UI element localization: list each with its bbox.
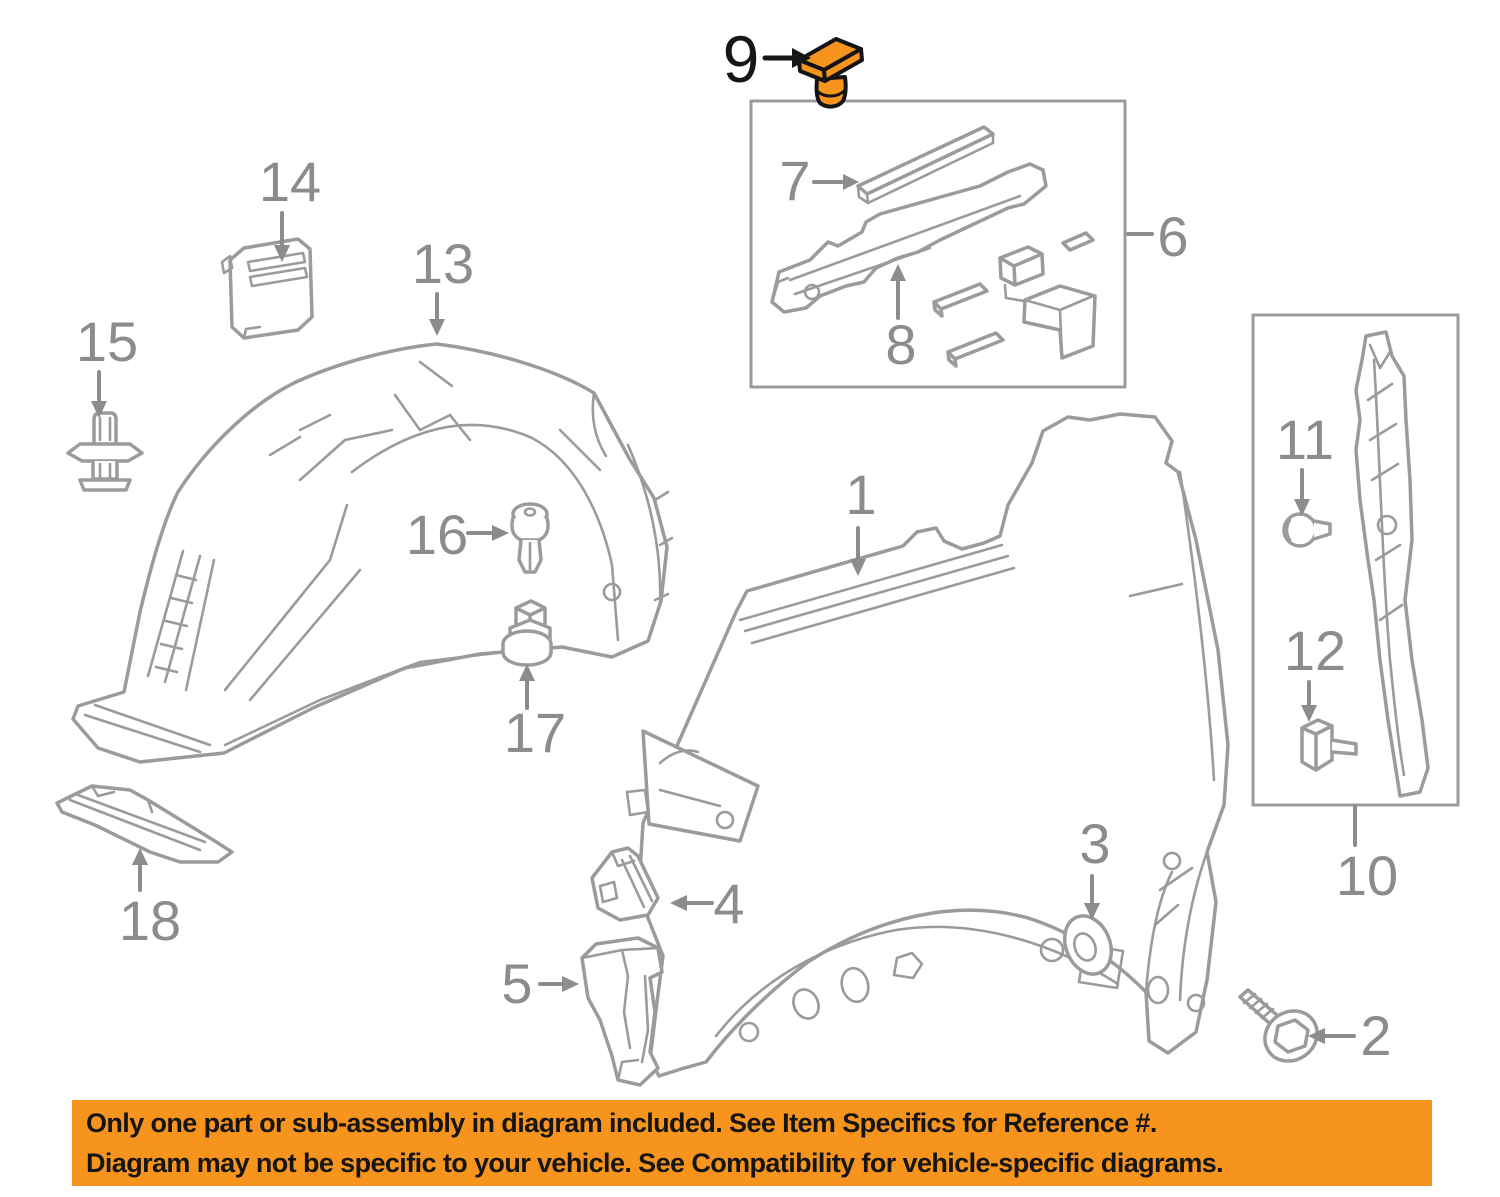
part-2-bolt-drawing	[1238, 988, 1319, 1063]
part-11-bolt-drawing	[1282, 512, 1332, 548]
callout-9: 9	[723, 22, 811, 96]
part-5-bracket-drawing	[580, 936, 664, 1087]
part-1-fender-drawing	[625, 412, 1230, 1078]
callout-9-number: 9	[723, 22, 760, 96]
callout-15-number: 15	[76, 310, 138, 373]
callout-12-number: 12	[1284, 619, 1346, 682]
callout-13: 13	[412, 232, 474, 336]
callout-11: 11	[1276, 408, 1334, 516]
disclaimer-line-2: Diagram may not be specific to your vehi…	[86, 1148, 1224, 1178]
disclaimer-line-1: Only one part or sub-assembly in diagram…	[86, 1108, 1157, 1138]
callout-16-number: 16	[406, 503, 468, 566]
callout-3: 3	[1079, 812, 1111, 920]
callout-6: 6	[1126, 205, 1189, 268]
part-10-rail-drawing	[1354, 330, 1430, 798]
callout-15: 15	[76, 310, 138, 418]
part-9-clip-highlighted	[797, 37, 864, 109]
part-18-shield-drawing	[55, 784, 234, 864]
part-13-fender-liner-drawing	[71, 342, 674, 764]
part-12-clip-drawing	[1300, 718, 1358, 772]
callout-18-number: 18	[119, 889, 181, 952]
callout-12: 12	[1284, 619, 1346, 722]
callout-3-number: 3	[1079, 812, 1110, 875]
apron-subassembly-box	[749, 99, 1127, 389]
callout-1-number: 1	[845, 463, 876, 526]
part-3-grommet-drawing	[1062, 914, 1114, 976]
callout-10-number: 10	[1336, 844, 1398, 907]
callout-5: 5	[501, 952, 579, 1015]
part-15-push-rivet-drawing	[66, 411, 144, 492]
part-16-clip-drawing	[510, 502, 550, 574]
disclaimer-banner: Only one part or sub-assembly in diagram…	[72, 1100, 1432, 1186]
callout-8-number: 8	[885, 313, 916, 376]
callout-18: 18	[119, 848, 181, 952]
part-7-strip-drawing	[856, 125, 995, 205]
callout-14: 14	[259, 150, 321, 262]
callout-14-number: 14	[259, 150, 321, 213]
callout-17-number: 17	[504, 701, 566, 764]
callout-4-number: 4	[713, 872, 744, 935]
part-8-rail-drawing	[770, 162, 1048, 314]
callout-5-number: 5	[501, 952, 532, 1015]
callout-4: 4	[670, 872, 745, 935]
callout-13-number: 13	[412, 232, 474, 295]
part-17-nut-drawing	[501, 599, 553, 667]
small-blocks-drawing	[932, 231, 1097, 368]
callout-7: 7	[779, 149, 859, 212]
callout-10: 10	[1336, 804, 1398, 907]
callout-1: 1	[845, 463, 877, 576]
callout-16: 16	[406, 503, 509, 566]
callout-17: 17	[504, 664, 566, 764]
callout-2: 2	[1308, 1004, 1392, 1067]
part-4-bracket-drawing	[590, 846, 660, 922]
cowl-side-box	[1251, 313, 1460, 807]
part-14-bracket-drawing	[220, 237, 314, 340]
callout-6-number: 6	[1157, 205, 1188, 268]
callout-8: 8	[885, 264, 917, 376]
callout-7-number: 7	[779, 149, 810, 212]
callout-2-number: 2	[1360, 1004, 1391, 1067]
callout-11-number: 11	[1276, 408, 1334, 471]
